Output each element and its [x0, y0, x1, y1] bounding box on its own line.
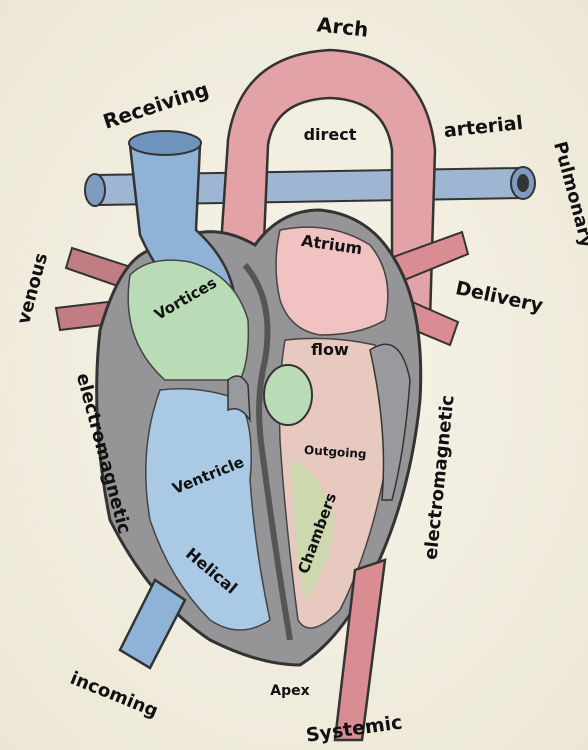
- vena-cava-opening: [129, 131, 201, 155]
- label-direct: direct: [304, 125, 357, 144]
- label-apex: Apex: [270, 683, 309, 699]
- valve-oval: [264, 365, 312, 425]
- label-flow: flow: [311, 340, 349, 359]
